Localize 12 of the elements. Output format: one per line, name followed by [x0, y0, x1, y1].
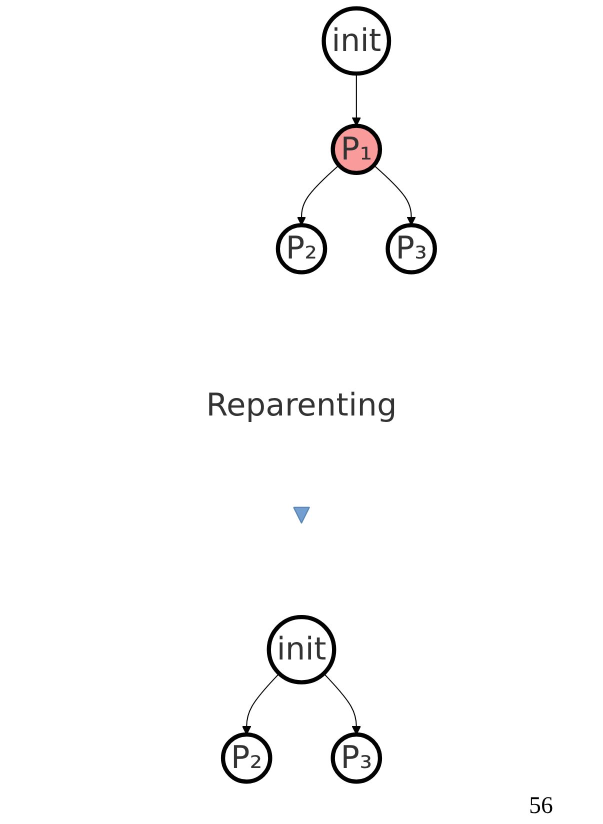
page-number: 56: [529, 793, 553, 819]
arrow: [242, 673, 280, 735]
node-circle: P₂: [220, 732, 272, 784]
node-circle: P₃: [386, 223, 437, 274]
node-label: Reparenting: [206, 387, 397, 424]
node-circle: P₃: [330, 732, 382, 784]
arrow: [323, 673, 361, 735]
node-circle: init: [266, 614, 336, 684]
node-circle: init: [322, 6, 392, 76]
arrow: [352, 74, 361, 126]
node-circle: P₁: [330, 124, 382, 176]
node-circle: P₂: [276, 223, 328, 274]
